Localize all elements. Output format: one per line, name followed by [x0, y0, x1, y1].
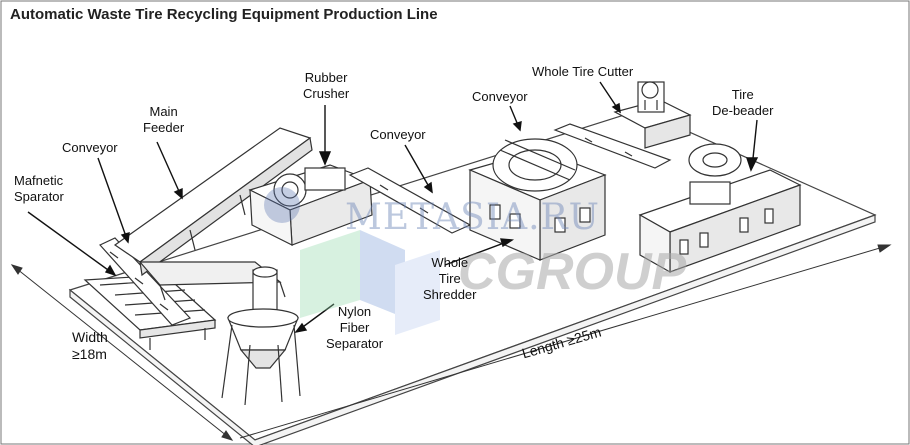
tire-debeader: [638, 143, 802, 274]
watermark-site: METASIA.RU: [345, 197, 600, 238]
floor-platform: [68, 109, 877, 445]
whole-tire-shredder: [468, 138, 607, 261]
rubber-crusher: [248, 164, 373, 246]
right-conveyor: [553, 123, 672, 169]
label-right-conveyor: Conveyor: [472, 89, 528, 104]
label-main-feeder: Main Feeder: [143, 104, 185, 135]
left-conveyor: [99, 237, 192, 326]
length-dimension-line: [239, 244, 892, 439]
label-whole-tire-cutter: Whole Tire Cutter: [532, 64, 634, 79]
watermark-logo-shapes: [264, 187, 440, 335]
main-feeder: [113, 127, 313, 301]
width-dimension-line: [10, 264, 234, 441]
nylon-fiber-separator: [221, 266, 301, 406]
arrow-left-conveyor: [97, 157, 129, 243]
arrow-magnetic-separator: [27, 211, 116, 276]
label-magnetic-separator: Mafnetic Sparator: [14, 173, 64, 204]
whole-tire-cutter: [613, 81, 692, 149]
label-nylon-fiber-separator: Nylon Fiber Separator: [326, 304, 384, 351]
label-whole-tire-shredder: Whole Tire Shredder: [423, 255, 477, 302]
arrow-middle-conveyor: [404, 144, 433, 193]
label-left-conveyor: Conveyor: [62, 140, 118, 155]
arrow-whole-tire-shredder: [444, 239, 513, 266]
label-middle-conveyor: Conveyor: [370, 127, 426, 142]
watermark-group: CGROUP: [458, 243, 687, 301]
page-title: Automatic Waste Tire Recycling Equipment…: [10, 6, 438, 23]
callout-arrows: [27, 81, 759, 334]
arrow-main-feeder: [156, 141, 183, 199]
width-dimension-label: Width ≥18m: [72, 329, 108, 362]
label-rubber-crusher: Rubber Crusher: [303, 70, 350, 101]
label-tire-debeader: Tire De-beader: [712, 87, 774, 118]
